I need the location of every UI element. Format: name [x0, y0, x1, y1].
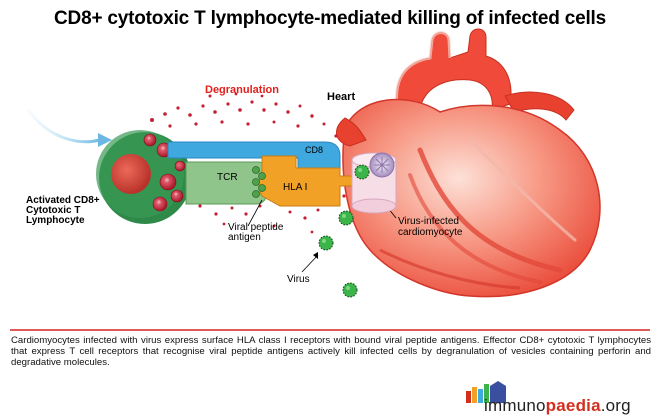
logo-part-paedia: paedia: [545, 396, 601, 415]
tcr-label: TCR: [217, 172, 238, 183]
infected-cell-label: Virus-infected cardiomyocyte: [398, 216, 463, 238]
viral-peptide-label: Viral peptide antigen: [228, 222, 284, 243]
logo-part-org: .org: [600, 396, 631, 415]
immunopaedia-logo[interactable]: immunopaedia.org: [464, 381, 654, 415]
caption-text: Cardiomyocytes infected with virus expre…: [11, 335, 651, 368]
logo-icon: [466, 381, 506, 403]
diagram-title: CD8+ cytotoxic T lymphocyte-mediated kil…: [54, 8, 606, 29]
activated-t-cell-label: Activated CD8+ Cytotoxic T Lymphocyte: [26, 195, 100, 226]
infected-cardiomyocyte: [351, 152, 397, 214]
cd8-label: CD8: [305, 145, 324, 155]
hla-label: HLA I: [283, 182, 308, 193]
degranulation-label: Degranulation: [205, 84, 279, 96]
heart-illustration: [336, 28, 601, 298]
logo-text: immunopaedia.org: [484, 396, 631, 416]
caption-divider: [10, 329, 650, 331]
virus-particles: [318, 164, 370, 298]
degranulation-vesicles: [150, 92, 346, 234]
virus-label: Virus: [287, 274, 310, 285]
heart-label: Heart: [327, 91, 356, 103]
viral-peptide: [252, 166, 266, 198]
t-cell-killing-diagram: [26, 28, 601, 298]
logo-part-immuno: immuno: [484, 396, 546, 415]
activation-arrow: [26, 109, 112, 147]
